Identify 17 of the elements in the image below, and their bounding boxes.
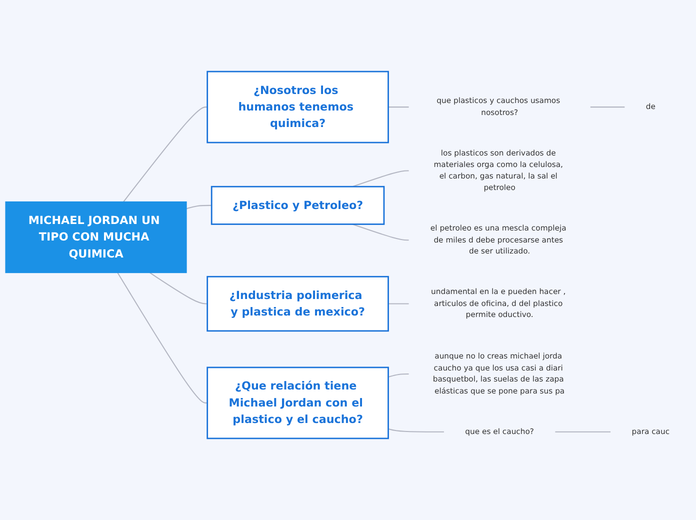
connector [352,224,410,241]
connector [590,106,625,108]
connector [117,272,208,404]
connector [388,106,410,108]
node-box: ¿Plastico y Petroleo? [210,186,385,226]
connector [554,432,611,433]
connector [388,374,410,378]
connector [123,106,208,202]
node-box: ¿Que relación tiene Michael Jordan con el plastico y el caucho? [206,366,389,440]
connector [352,170,410,188]
node-box: ¿Industria polimerica y plastica de mexico? [206,276,389,332]
connector [186,205,212,210]
connector [388,303,410,304]
connector [388,428,444,433]
connector [150,272,208,304]
node-box: ¿Nosotros los humanos tenemos quimica? [206,71,389,144]
node-box: MICHAEL JORDAN UN TIPO CON MUCHA QUIMICA [5,202,187,274]
